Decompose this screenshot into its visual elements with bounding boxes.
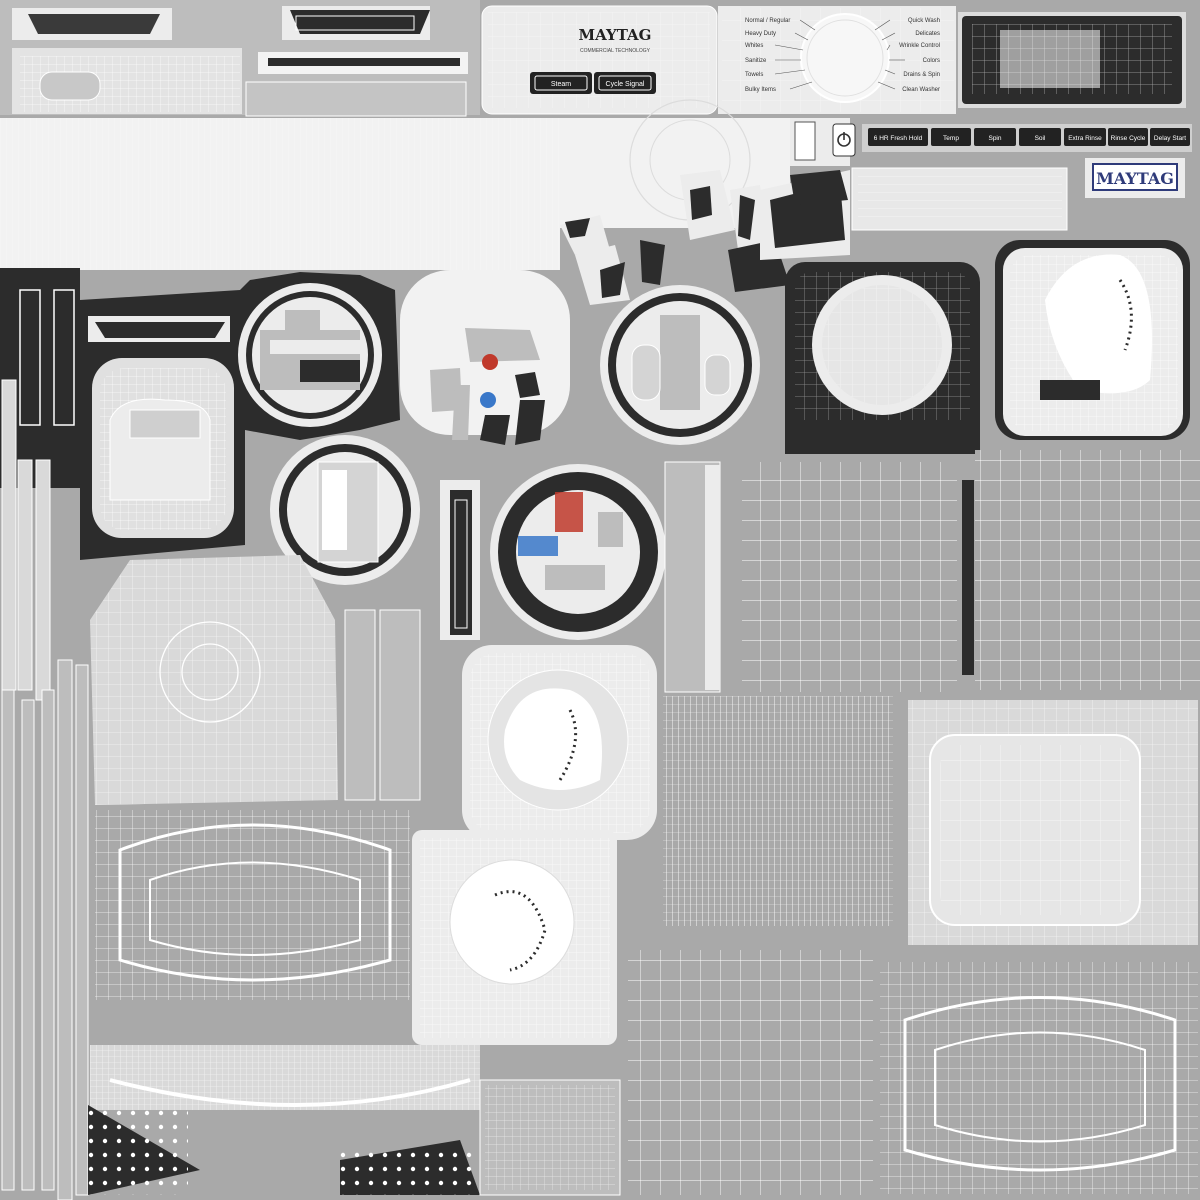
cabinet-front-left	[95, 810, 410, 1000]
logo-subtitle: COMMERCIAL TECHNOLOGY	[580, 48, 651, 54]
option-button-strip: 6 HR Fresh Hold Temp Spin Soil Extra Rin…	[790, 118, 1192, 166]
door-frame-dark	[785, 262, 980, 454]
maytag-logo-text: MAYTAG	[579, 26, 652, 44]
cycle-signal-button-label: Cycle Signal	[606, 81, 645, 88]
control-panel-decal: MAYTAG COMMERCIAL TECHNOLOGY Steam Cycle…	[481, 5, 718, 115]
center-small-parts	[400, 270, 570, 445]
ring-part-colored	[440, 464, 666, 640]
dial-label: Colors	[923, 58, 940, 64]
grid-panel-right	[664, 450, 1200, 693]
back-panel-left	[90, 555, 421, 805]
cycle-dial	[800, 13, 890, 103]
dial-label: Normal / Regular	[745, 18, 790, 24]
option-button-label: 6 HR Fresh Hold	[874, 135, 923, 142]
option-button-label: Extra Rinse	[1068, 135, 1102, 142]
grid-panel-bottom	[628, 950, 1198, 1195]
option-button-label: Delay Start	[1154, 135, 1186, 142]
blue-circle-icon	[480, 392, 496, 408]
dial-label: Whites	[745, 43, 763, 49]
dial-label: Bulky Items	[745, 87, 776, 93]
steam-button-label: Steam	[551, 81, 571, 88]
small-parts-cluster	[560, 170, 850, 305]
option-button-label: Soil	[1035, 135, 1046, 142]
tub-top-lower	[412, 830, 617, 1045]
dial-label: Drains & Spin	[903, 72, 940, 78]
lid-part-right	[995, 240, 1190, 440]
cycle-signal-button	[594, 72, 656, 94]
cycle-dial-panel: Normal / Regular Heavy Duty Whites Sanit…	[718, 6, 956, 114]
dial-label: Heavy Duty	[745, 31, 776, 37]
dial-label: Wrinkle Control	[899, 43, 940, 49]
option-button-label: Spin	[988, 135, 1001, 142]
dark-bezel-left	[80, 272, 400, 560]
option-button-label: Temp	[943, 135, 959, 142]
light-panel-region	[0, 99, 790, 270]
ring-part-middle	[270, 435, 420, 585]
steam-button	[530, 72, 592, 94]
dial-label: Towels	[745, 72, 763, 78]
base-strips-bottom	[88, 1045, 621, 1196]
grid-panel-mid	[663, 696, 1198, 945]
top-strip-parts	[0, 0, 480, 117]
ring-part-right	[600, 285, 760, 445]
tub-lid-bottom-center	[462, 645, 657, 840]
dial-label: Quick Wash	[908, 18, 940, 24]
red-circle-icon	[482, 354, 498, 370]
dial-label: Sanitize	[745, 58, 767, 64]
display-panel	[958, 12, 1186, 108]
option-button-label: Rinse Cycle	[1111, 135, 1146, 142]
maytag-badge-text: MAYTAG	[1096, 169, 1174, 188]
dial-label: Delicates	[915, 31, 940, 37]
left-vertical-strips	[0, 268, 89, 1200]
dial-label: Clean Washer	[902, 87, 940, 93]
maytag-badge: MAYTAG	[1085, 158, 1185, 198]
